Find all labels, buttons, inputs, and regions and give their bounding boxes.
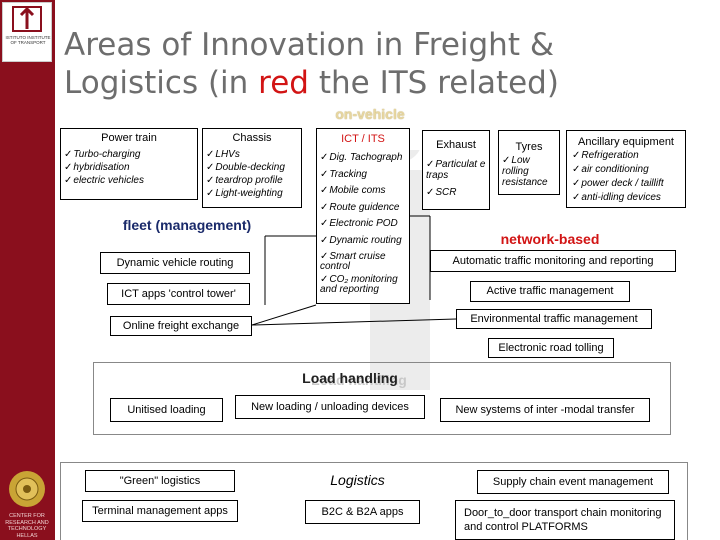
page-title: Areas of Innovation in Freight & Logisti… <box>64 27 559 101</box>
supply-chain-event-box: Supply chain event management <box>477 470 669 494</box>
dynamic-vehicle-routing-box: Dynamic vehicle routing <box>100 252 250 274</box>
exhaust-box: Exhaust Particulat e traps SCR <box>422 130 490 210</box>
power-train-item: Turbo-charging <box>64 148 197 161</box>
unitised-loading-box: Unitised loading <box>110 398 223 422</box>
network-item: Environmental traffic management <box>456 309 652 329</box>
ancillary-title: Ancillary equipment <box>578 136 674 148</box>
load-handling-frame <box>93 362 671 435</box>
exhaust-item: SCR <box>426 187 489 198</box>
chassis-title: Chassis <box>232 132 272 144</box>
load-handling-heading-shadow: Load handling <box>311 372 407 388</box>
power-train-title: Power train <box>101 132 157 144</box>
ancillary-item: Refrigeration <box>572 149 685 163</box>
ict-item: CO₂ monitoring and reporting <box>320 275 409 295</box>
new-loading-devices-box: New loading / unloading devices <box>235 395 425 419</box>
ancillary-item: air conditioning <box>572 163 685 177</box>
ict-item: Smart cruise control <box>320 252 409 272</box>
ict-item: Dynamic routing <box>320 233 409 250</box>
b2c-b2a-apps-box: B2C & B2A apps <box>305 500 420 524</box>
power-train-box: Power train Turbo-charging hybridisation… <box>60 128 198 200</box>
chassis-box: Chassis LHVs Double-decking teardrop pro… <box>202 128 302 208</box>
network-based-heading: network-based <box>500 231 600 247</box>
research-center-logo-text: CENTER FOR RESEARCH AND TECHNOLOGY HELLA… <box>5 513 49 539</box>
power-train-item: electric vehicles <box>64 174 197 187</box>
fleet-management-heading: fleet (management) <box>122 217 252 233</box>
online-freight-exchange-box: Online freight exchange <box>110 316 252 336</box>
exhaust-item: Particulat e traps <box>426 159 489 181</box>
ancillary-item: power deck / taillift <box>572 177 685 191</box>
research-center-logo: CENTER FOR RESEARCH AND TECHNOLOGY HELLA… <box>2 465 52 539</box>
tyres-item: Low rolling resistance <box>502 155 559 188</box>
ict-its-box: ICT / ITS Dig. Tachograph Tracking Mobil… <box>316 128 410 304</box>
power-train-item: hybridisation <box>64 161 197 174</box>
intermodal-transfer-box: New systems of inter -modal transfer <box>440 398 650 422</box>
logistics-heading: Logistics <box>330 472 385 488</box>
logistics-frame <box>60 462 688 540</box>
chassis-item: Double-decking <box>206 161 301 174</box>
tyres-title: Tyres <box>515 141 543 153</box>
network-item: Active traffic management <box>470 281 630 302</box>
connector-line <box>251 304 317 326</box>
terminal-management-box: Terminal management apps <box>82 500 238 522</box>
ict-apps-control-tower-box: ICT apps 'control tower' <box>107 283 250 305</box>
tyres-box: Tyres Low rolling resistance <box>498 130 560 195</box>
exhaust-title: Exhaust <box>436 139 476 151</box>
chassis-item: LHVs <box>206 148 301 161</box>
chassis-item: teardrop profile <box>206 174 301 187</box>
chassis-item: Light-weighting <box>206 187 301 200</box>
ict-its-title: ICT / ITS <box>341 133 385 145</box>
ict-item: Dig. Tachograph <box>320 150 409 167</box>
institute-emblem-icon <box>12 6 42 32</box>
ict-item: Mobile coms <box>320 183 409 200</box>
network-item: Automatic traffic monitoring and reporti… <box>430 250 676 272</box>
institute-logo-text: ISTITUTO INSTITUTE OF TRANSPORT <box>5 35 51 45</box>
institute-logo: ISTITUTO INSTITUTE OF TRANSPORT <box>2 2 52 62</box>
load-handling-title: Load handling <box>302 370 398 386</box>
ict-item: Route guidence <box>320 200 409 217</box>
load-handling-heading: Load handling Load handling <box>250 370 450 388</box>
ict-item: Tracking <box>320 167 409 184</box>
brand-sidebar <box>0 0 55 540</box>
ancillary-equipment-box: Ancillary equipment Refrigeration air co… <box>566 130 686 208</box>
green-logistics-box: "Green" logistics <box>85 470 235 492</box>
on-vehicle-heading: on-vehicle <box>335 106 405 122</box>
connector-line <box>251 318 457 326</box>
ancillary-item: anti-idling devices <box>572 191 685 205</box>
network-item: Electronic road tolling <box>488 338 614 358</box>
door-to-door-platforms-box: Door_to_door transport chain monitoring … <box>455 500 675 540</box>
ict-item: Electronic POD <box>320 216 409 233</box>
sun-seal-icon <box>9 471 45 507</box>
